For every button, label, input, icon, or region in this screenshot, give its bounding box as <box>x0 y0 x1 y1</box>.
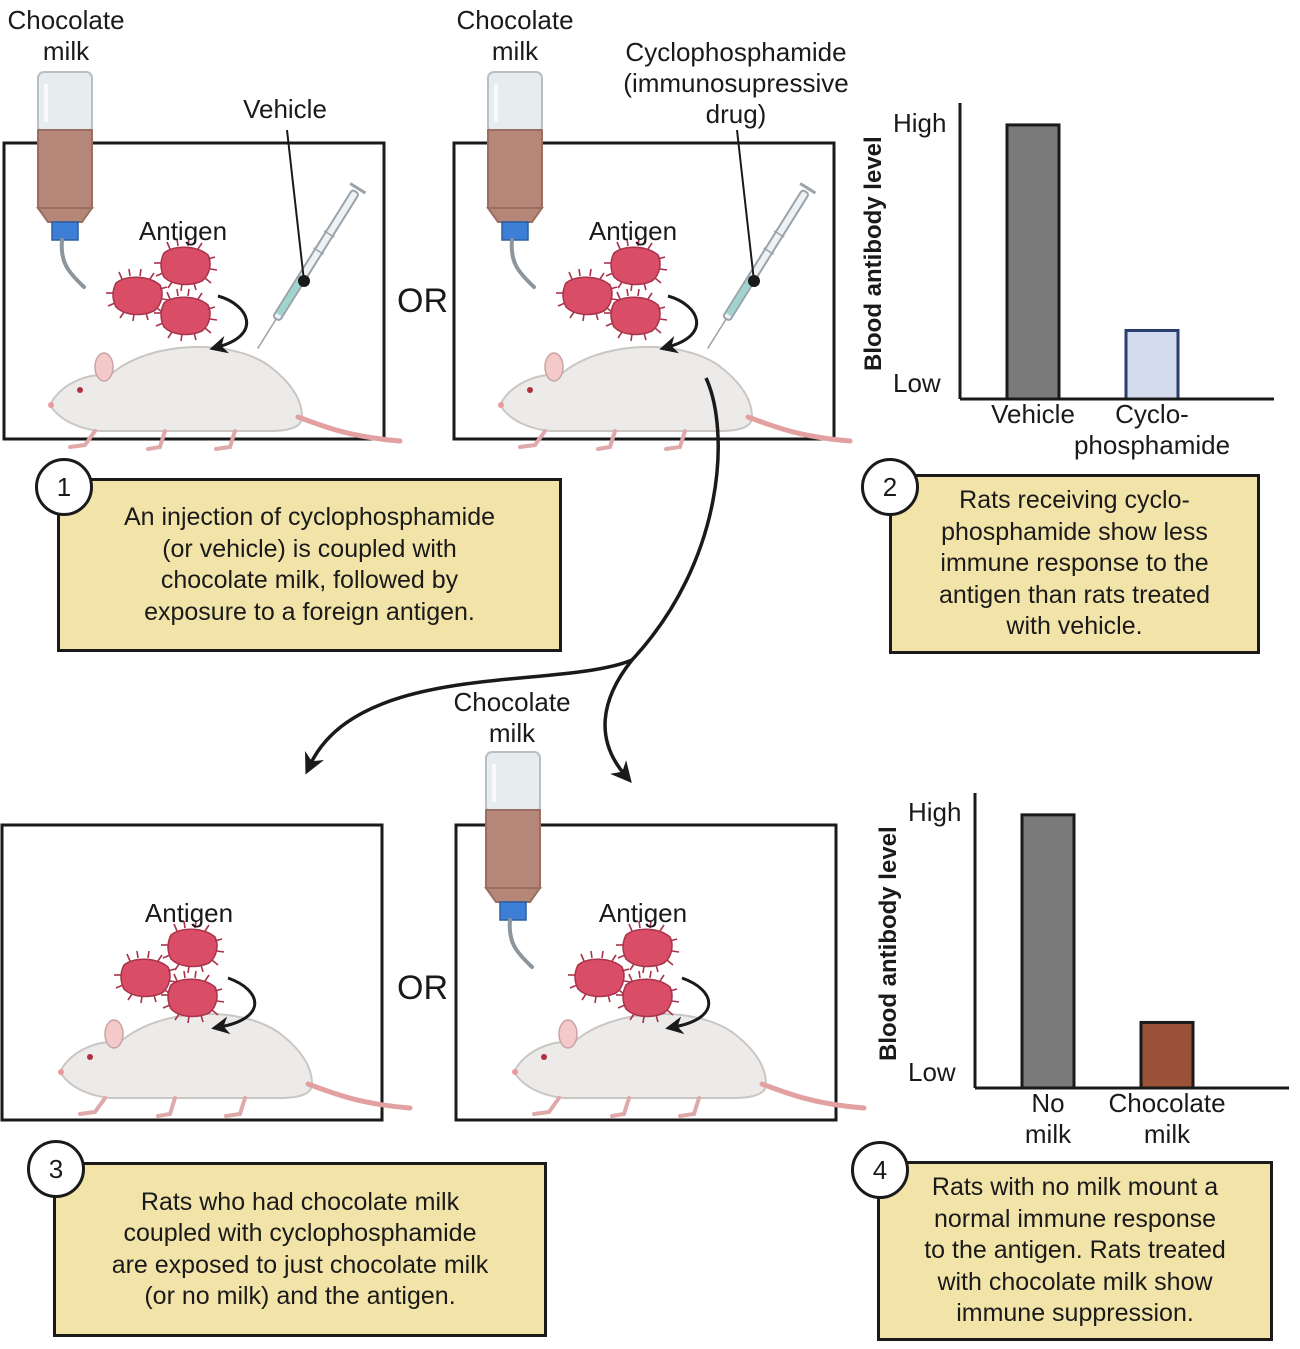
panel-2-frame <box>452 141 836 441</box>
antigen-cluster-2 <box>555 238 668 342</box>
vehicle-label: Vehicle <box>243 94 327 124</box>
step-2-note: Rats receiving cyclo- phosphamide show l… <box>889 474 1260 654</box>
panel-4-frame <box>454 823 838 1122</box>
step-4-badge: 4 <box>851 1141 909 1199</box>
bottle-2 <box>486 70 544 289</box>
step-1-note: An injection of cyclophosphamide (or veh… <box>57 478 562 652</box>
antigen-arrow-1 <box>209 294 249 354</box>
bottom-milk-label: Chocolate milk <box>453 687 571 748</box>
or-label-top: OR <box>397 282 448 320</box>
chart-2-tick-low: Low <box>908 1057 956 1087</box>
chart-1-bar-1 <box>1005 123 1061 401</box>
chart-2-tick-high: High <box>908 797 962 827</box>
antigen-arrow-2 <box>659 294 699 354</box>
step-2-badge: 2 <box>861 458 919 516</box>
step-1-badge: 1 <box>35 458 93 516</box>
chart-2 <box>973 793 1289 1090</box>
or-label-bottom: OR <box>397 969 448 1007</box>
chart-1-category-1: Vehicle <box>991 399 1075 429</box>
chart-2-y-label: Blood antibody level <box>875 826 902 1061</box>
step-3-badge: 3 <box>27 1140 85 1198</box>
chart-2-bar-2 <box>1139 1020 1195 1090</box>
panel-1-milk-label: Chocolate milk <box>7 5 125 66</box>
vehicle-leader <box>286 129 305 282</box>
branch-arrow-right <box>603 658 634 783</box>
chart-1-category-2: Cyclo- phosphamide <box>1073 399 1231 460</box>
antigen-cluster-4 <box>567 920 680 1024</box>
antigen-cluster-3 <box>113 920 225 1024</box>
panel-3-antigen-label: Antigen <box>144 898 234 928</box>
panel-2-milk-label: Chocolate milk <box>456 5 574 66</box>
panel-3-frame <box>0 823 384 1122</box>
step-3-note: Rats who had chocolate milk coupled with… <box>53 1162 547 1337</box>
chart-1-y-label: Blood antibody level <box>860 136 887 371</box>
chart-1-tick-low: Low <box>893 368 941 398</box>
antigen-arrow-3 <box>211 976 257 1035</box>
antigen-arrow-4 <box>665 976 711 1035</box>
rat-1 <box>48 347 400 449</box>
bottle-3 <box>484 750 542 969</box>
chart-2-bar-1 <box>1020 813 1076 1090</box>
chart-1-bar-2 <box>1124 328 1180 401</box>
antigen-cluster-1 <box>105 238 218 342</box>
panel-1-antigen-label: Antigen <box>138 216 228 246</box>
panel-2-antigen-label: Antigen <box>588 216 678 246</box>
syringe-1 <box>248 182 367 355</box>
drug-leader <box>736 129 755 282</box>
chart-1 <box>958 103 1274 401</box>
chart-2-category-1: No milk <box>1024 1088 1072 1149</box>
panel-1-frame <box>2 141 386 441</box>
panel-4-antigen-label: Antigen <box>598 898 688 928</box>
rat-4 <box>512 1014 864 1116</box>
step-4-note: Rats with no milk mount a normal immune … <box>877 1161 1273 1341</box>
rat-3 <box>58 1014 410 1116</box>
syringe-2 <box>698 182 817 355</box>
cyclophosphamide-label: Cyclophosphamide (immunosupressive drug) <box>623 37 849 129</box>
chart-2-category-2: Chocolate milk <box>1108 1088 1226 1149</box>
rat-2 <box>498 347 850 449</box>
chart-1-tick-high: High <box>893 108 947 138</box>
bottle-1 <box>36 70 94 289</box>
